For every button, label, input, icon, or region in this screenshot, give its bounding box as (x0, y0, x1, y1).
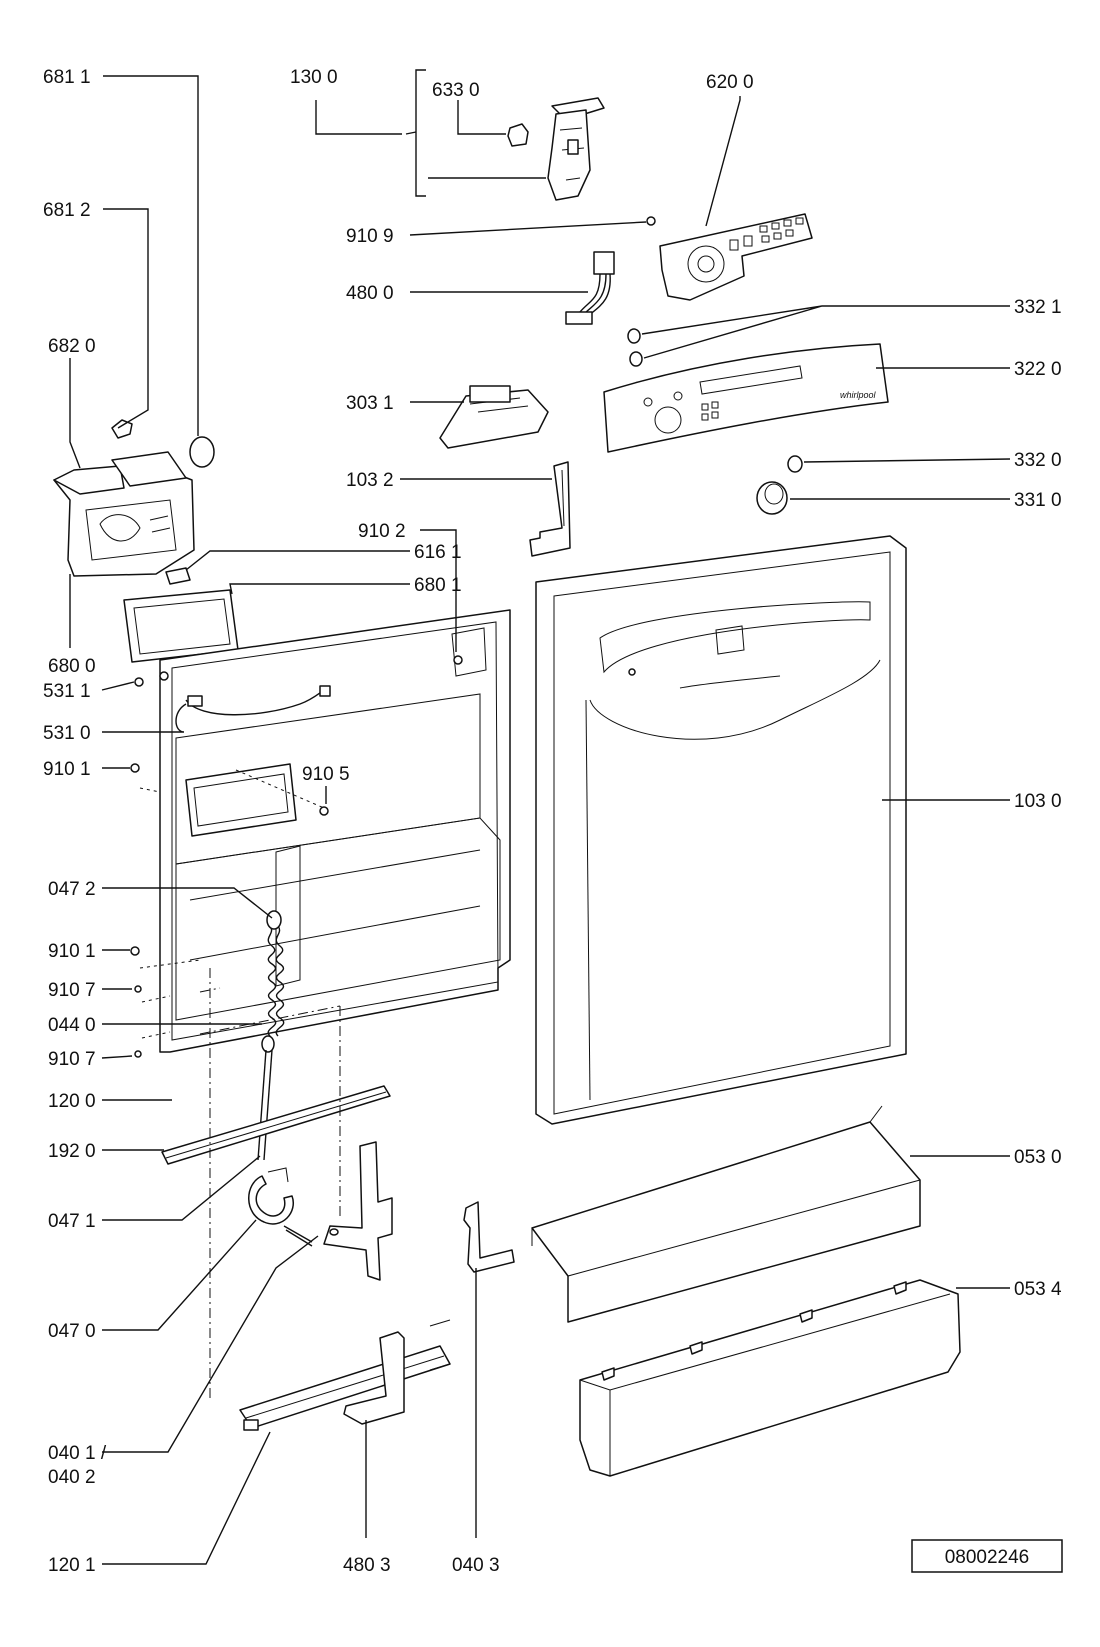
part-053-4-plinth (579, 1279, 961, 1477)
part-331-0-knob (756, 481, 788, 515)
label-910-5: 910 5 (302, 764, 350, 785)
part-120-0-inner-door (159, 609, 511, 1053)
part-040-1-hinge-plate (323, 1141, 393, 1281)
drawing-number: 08002246 (945, 1547, 1030, 1568)
part-130-0-door-lock (547, 97, 605, 201)
label-120-1: 120 1 (48, 1555, 96, 1576)
label-040-3: 040 3 (452, 1555, 500, 1576)
part-633-0-switch (507, 123, 529, 147)
part-620-0-control-board (659, 213, 813, 301)
screws (130, 655, 463, 1058)
label-044-0: 044 0 (48, 1015, 96, 1036)
label-910-7-b: 910 7 (48, 1049, 96, 1070)
label-053-0: 053 0 (1014, 1147, 1062, 1168)
part-040-3-bracket (463, 1201, 515, 1273)
label-053-4: 053 4 (1014, 1279, 1062, 1300)
label-332-1: 332 1 (1014, 297, 1062, 318)
label-047-1: 047 1 (48, 1211, 96, 1232)
label-120-0: 120 0 (48, 1091, 96, 1112)
part-910-9-screw (646, 216, 656, 226)
part-103-2-bracket (529, 461, 571, 557)
part-480-3-bracket (343, 1331, 405, 1425)
part-192-0-seal-strip (161, 1085, 391, 1165)
label-680-0: 680 0 (48, 656, 96, 677)
svg-text:whirlpool: whirlpool (840, 390, 877, 400)
label-910-7-a: 910 7 (48, 980, 96, 1001)
label-332-0: 332 0 (1014, 450, 1062, 471)
label-331-0: 331 0 (1014, 490, 1062, 511)
label-681-1: 681 1 (43, 67, 91, 88)
label-616-1: 616 1 (414, 542, 462, 563)
part-681-1-plug (189, 436, 215, 468)
label-531-1: 531 1 (43, 681, 91, 702)
label-681-2: 681 2 (43, 200, 91, 221)
label-910-1-a: 910 1 (43, 759, 91, 780)
part-303-1-handle (439, 385, 549, 449)
label-480-3: 480 3 (343, 1555, 391, 1576)
part-681-2-clip (111, 419, 133, 439)
part-labels: 681 1 130 0 633 0 620 0 681 2 910 9 480 … (43, 67, 1062, 1576)
label-192-0: 192 0 (48, 1141, 96, 1162)
part-053-0-toe-kick (531, 1105, 921, 1323)
part-680-0-detergent-dispenser (53, 451, 195, 577)
part-047-0-hinge-pulley (248, 1167, 313, 1247)
leader-lines (69, 69, 1011, 1565)
part-047-1-cable (257, 1049, 273, 1161)
label-047-2: 047 2 (48, 879, 96, 900)
label-047-0: 047 0 (48, 1321, 96, 1342)
label-910-9: 910 9 (346, 226, 394, 247)
label-040-2: 040 2 (48, 1467, 96, 1488)
part-322-0-control-panel: whirlpool (603, 343, 889, 453)
part-616-1 (165, 567, 191, 585)
label-040-1: 040 1 / (48, 1443, 107, 1464)
label-303-1: 303 1 (346, 393, 394, 414)
label-680-1: 680 1 (414, 575, 462, 596)
assembly-center-lines (139, 769, 341, 1400)
part-480-0-cable-harness (565, 251, 615, 325)
label-620-0: 620 0 (706, 72, 754, 93)
drawing-number-box: 08002246 (911, 1539, 1063, 1573)
label-103-2: 103 2 (346, 470, 394, 491)
label-130-0: 130 0 (290, 67, 338, 88)
label-531-0: 531 0 (43, 723, 91, 744)
part-332-1-buttons (627, 328, 643, 367)
part-332-0-knob-insert (787, 455, 803, 473)
part-103-0-outer-door (535, 535, 907, 1125)
label-633-0: 633 0 (432, 80, 480, 101)
label-910-2: 910 2 (358, 521, 406, 542)
label-480-0: 480 0 (346, 283, 394, 304)
label-910-1-b: 910 1 (48, 941, 96, 962)
label-103-0: 103 0 (1014, 791, 1062, 812)
label-322-0: 322 0 (1014, 359, 1062, 380)
label-682-0: 682 0 (48, 336, 96, 357)
